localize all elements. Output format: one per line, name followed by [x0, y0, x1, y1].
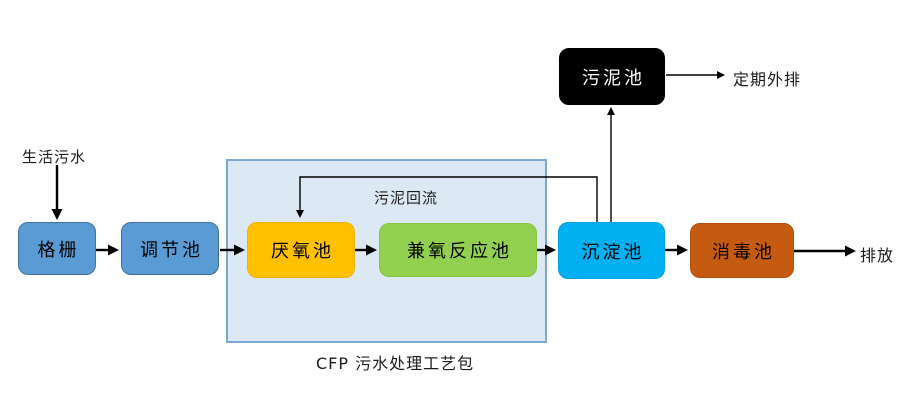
effluent-label: 排放: [860, 246, 895, 265]
package-caption: CFP 污水处理工艺包: [316, 354, 475, 373]
node-facultative-reaction-tank: 兼氧反应池: [379, 223, 537, 277]
node-sludge-tank: 污泥池: [559, 48, 665, 105]
node-bar-screen: 格栅: [18, 222, 96, 275]
influent-label: 生活污水: [22, 148, 87, 166]
node-anaerobic-tank-label: 厌氧池: [271, 241, 334, 262]
node-anaerobic-tank: 厌氧池: [247, 222, 355, 278]
periodic-discharge-label: 定期外排: [733, 70, 802, 89]
node-regulating-tank-label: 调节池: [140, 239, 203, 261]
arrow-sludge-return: [296, 176, 598, 222]
node-sedimentation-tank: 沉淀池: [558, 222, 665, 279]
node-disinfection-tank-label: 消毒池: [712, 241, 775, 263]
node-facultative-reaction-tank-label: 兼氧反应池: [407, 241, 512, 262]
node-sludge-tank-label: 污泥池: [582, 67, 645, 89]
node-sedimentation-tank-label: 沉淀池: [581, 241, 645, 263]
node-disinfection-tank: 消毒池: [690, 223, 794, 278]
node-regulating-tank: 调节池: [121, 222, 219, 275]
node-bar-screen-label: 格栅: [37, 239, 80, 261]
sludge-return-label: 污泥回流: [374, 189, 439, 207]
